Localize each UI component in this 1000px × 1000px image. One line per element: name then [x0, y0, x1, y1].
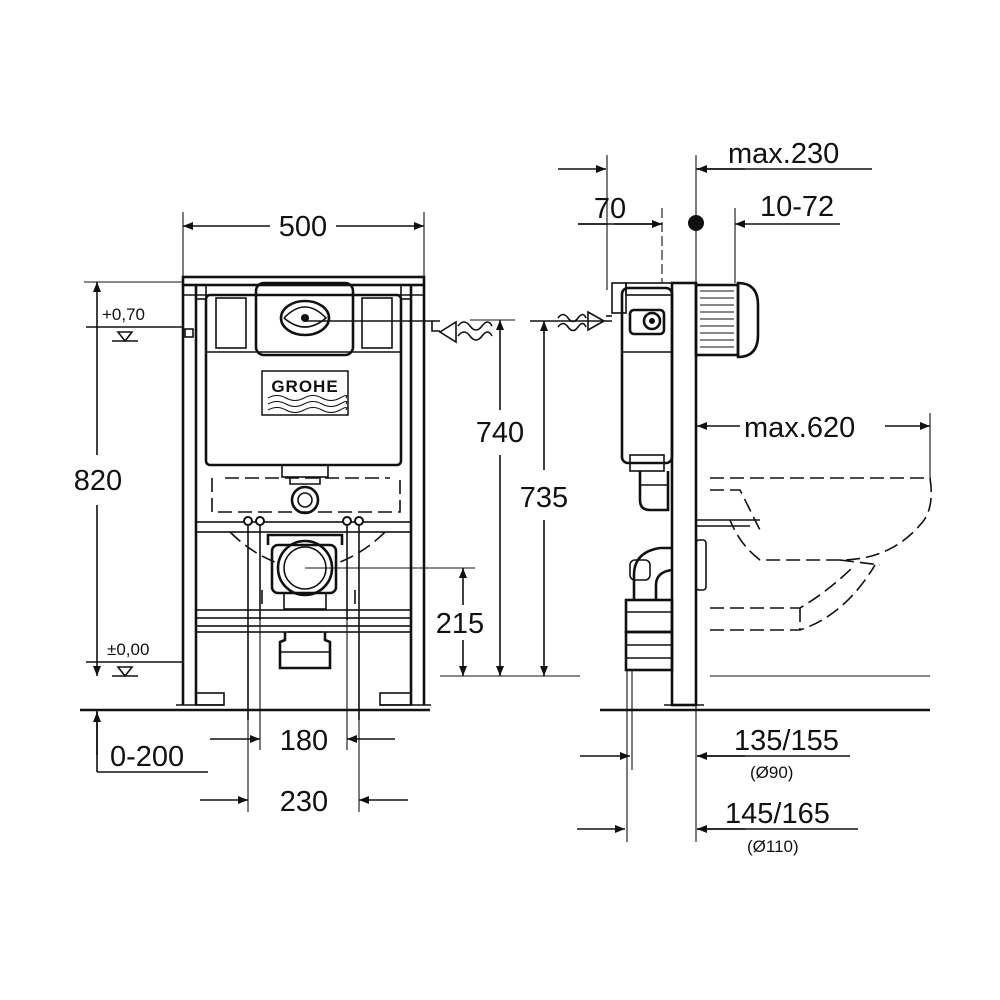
dim-pipe-90: 135/155 (Ø90) — [580, 705, 850, 842]
spacing-230-label: 230 — [280, 786, 328, 818]
water-inlet — [305, 320, 493, 344]
drain-pipe-front — [266, 533, 344, 670]
spacing-180-label: 180 — [280, 725, 328, 757]
width-label: 500 — [279, 211, 327, 243]
level-markers: +0,70 ±0,00 — [86, 305, 194, 678]
dim-height-740: 740 — [440, 319, 580, 677]
pipe-110-diameter-label: (Ø110) — [747, 837, 799, 856]
pipe-90-dim-label: 135/155 — [734, 725, 839, 757]
side-view: max.230 70 10-72 735 max.620 — [520, 138, 933, 856]
dim-spacing-230: 230 — [200, 720, 408, 818]
dim-floor-offset: 0-200 — [93, 710, 208, 773]
max-230-label: max.230 — [728, 138, 839, 170]
side-frame — [664, 281, 760, 707]
cistern: GROHE — [204, 281, 403, 515]
drain-pipe-side — [624, 546, 674, 842]
level-top-label: +0,70 — [102, 305, 145, 324]
dim-width-500: 500 — [182, 211, 425, 277]
grohe-logo: GROHE — [261, 370, 349, 416]
dim-10-72: 10-72 — [688, 191, 840, 283]
height-215-label: 215 — [436, 608, 484, 640]
level-floor-label: ±0,00 — [107, 640, 149, 659]
dim-pipe-110: 145/165 (Ø110) — [577, 798, 858, 856]
dim-70: 70 — [578, 193, 663, 283]
height-735-label: 735 — [520, 482, 568, 514]
dim-height-215: 215 — [305, 567, 484, 676]
height-total-label: 820 — [74, 465, 122, 497]
pipe-110-dim-label: 145/165 — [725, 798, 830, 830]
cistern-side — [611, 282, 674, 512]
dim-max-620: max.620 — [697, 412, 930, 444]
dim-spacing-180: 180 — [210, 620, 395, 757]
pipe-90-diameter-label: (Ø90) — [750, 763, 793, 782]
dim-height-820: 820 — [74, 281, 183, 676]
dim-10-72-label: 10-72 — [760, 191, 834, 223]
height-740-label: 740 — [476, 417, 524, 449]
bowl-outline-side — [710, 413, 933, 631]
dim-height-735: 735 — [520, 320, 568, 676]
fixing-bolts — [243, 516, 364, 720]
water-inlet-side — [530, 310, 612, 332]
max-620-label: max.620 — [744, 412, 855, 444]
front-view: GROHE — [74, 211, 580, 818]
floor-offset-label: 0-200 — [110, 741, 184, 773]
flush-plate-side — [694, 281, 760, 359]
dim-70-label: 70 — [594, 193, 626, 225]
brand-label: GROHE — [271, 377, 338, 396]
